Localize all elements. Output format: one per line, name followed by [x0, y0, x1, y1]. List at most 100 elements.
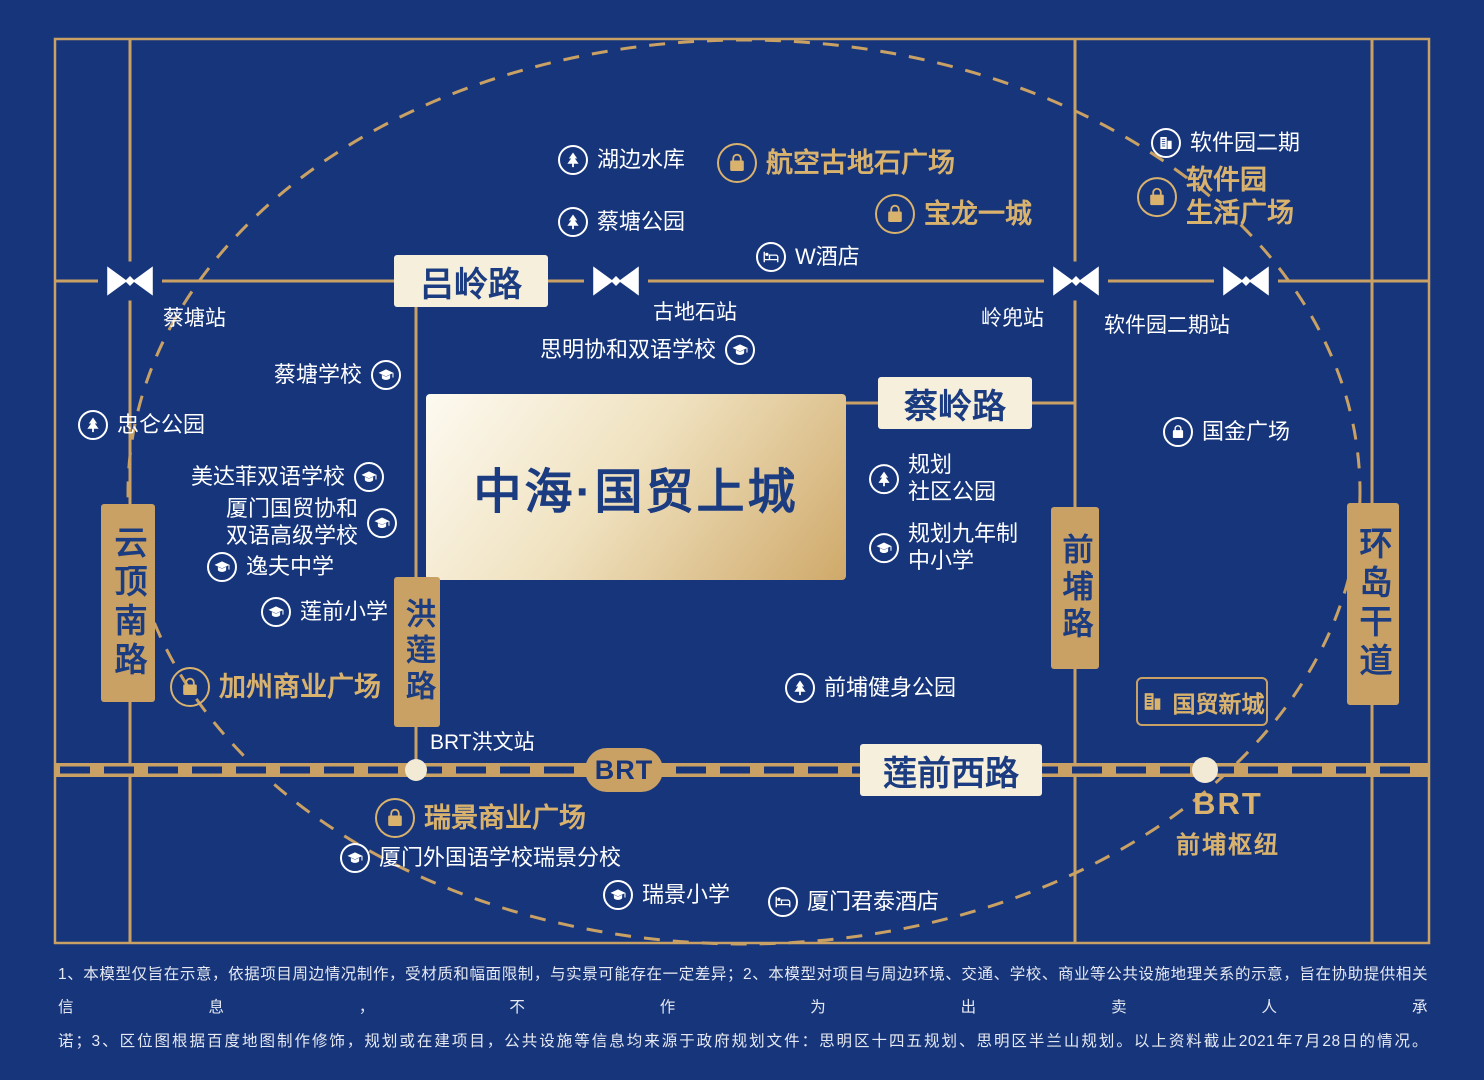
- poi-hangkong-gudishi-plaza: 航空古地石广场: [717, 143, 955, 183]
- cap-icon: [869, 533, 899, 563]
- project-title: 中海·国贸上城: [473, 466, 799, 519]
- map-frame: [53, 37, 1431, 945]
- disclaimer-line-1: 1、本模型仅旨在示意，依据项目周边情况制作，受材质和幅面限制，与实景可能存在一定…: [58, 966, 1428, 1017]
- poi-xiamen-juntai-hotel: 厦门君泰酒店: [768, 887, 939, 917]
- poi-label: 宝龙一城: [924, 198, 1032, 229]
- poi-label: 国金广场: [1202, 418, 1291, 444]
- brt-badge: BRT: [585, 748, 663, 792]
- cap-icon: [207, 552, 237, 582]
- cap-icon: [354, 462, 384, 492]
- road-label-cailing-road: 蔡岭路: [878, 377, 1032, 429]
- poi-xiamen-guomao-xiehe-senior-school: 厦门国贸协和双语高级学校: [226, 496, 397, 550]
- poi-software-park-life-plaza: 软件园生活广场: [1137, 164, 1294, 230]
- poi-label: 规划九年制中小学: [908, 521, 1019, 573]
- brt-hub-line2: 前埔枢纽: [1176, 832, 1280, 859]
- road-label-lianqian-west-road: 莲前西路: [860, 744, 1042, 796]
- metro-logo-icon-gudishi-station: [584, 261, 648, 301]
- brt-qianpu-hub-label: BRT 前埔枢纽: [1152, 786, 1304, 860]
- poi-label: 软件园生活广场: [1186, 165, 1294, 228]
- poi-california-commercial-plaza: 加州商业广场: [170, 667, 381, 707]
- cap-icon: [340, 843, 370, 873]
- bag-icon: [875, 194, 915, 234]
- poi-label: W酒店: [795, 243, 860, 269]
- poi-qianpu-fitness-park: 前埔健身公园: [785, 673, 956, 703]
- metro-logo-icon-software-park-phase2-station: [1214, 261, 1278, 301]
- tree-icon: [785, 673, 815, 703]
- poi-software-park-phase2: 软件园二期: [1151, 128, 1300, 158]
- road-label-luling-road: 吕岭路: [394, 255, 548, 307]
- road-label-honglian-road: 洪莲路: [394, 577, 440, 727]
- road-label-huandao-trunk-road: 环岛干道: [1347, 503, 1399, 705]
- poi-powerlong-one-city: 宝龙一城: [875, 194, 1032, 234]
- brt-hub-line1: BRT: [1193, 786, 1263, 821]
- cap-icon: [603, 880, 633, 910]
- cap-icon: [261, 597, 291, 627]
- hotel-icon: [756, 242, 786, 272]
- poi-label: 软件园二期: [1190, 129, 1301, 155]
- metro-logo-icon-caitang-station: [98, 261, 162, 301]
- tree-icon: [558, 145, 588, 175]
- tree-icon: [869, 464, 899, 494]
- poi-caitang-school: 蔡塘学校: [274, 360, 401, 390]
- poi-label: 规划社区公园: [908, 452, 997, 504]
- poi-label: 加州商业广场: [219, 671, 381, 702]
- poi-label: 前埔健身公园: [824, 674, 957, 700]
- poi-label: 蔡塘学校: [273, 361, 362, 387]
- bag-icon: [717, 143, 757, 183]
- disclaimer-line-2: 诺；3、区位图根据百度地图制作修饰，规划或在建项目，公共设施等信息均来源于政府规…: [58, 1032, 1428, 1050]
- bag-icon: [170, 667, 210, 707]
- poi-label: 厦门君泰酒店: [807, 888, 940, 914]
- poi-planned-community-park: 规划社区公园: [869, 452, 996, 506]
- poi-label: 国贸新城: [1172, 690, 1265, 717]
- hotel-icon: [768, 887, 798, 917]
- building-icon: [1140, 689, 1165, 714]
- poi-meidafei-bilingual-school: 美达菲双语学校: [191, 462, 384, 492]
- poi-guomao-new-town: 国贸新城: [1136, 677, 1268, 726]
- poi-label: 航空古地石广场: [766, 147, 955, 178]
- metro-station-label-caitang-station: 蔡塘站: [163, 307, 226, 330]
- poi-label: 瑞景小学: [642, 881, 731, 907]
- poi-lianqian-primary-school: 莲前小学: [261, 597, 388, 627]
- project-plaque: 中海·国贸上城: [426, 394, 846, 580]
- poi-caitang-park: 蔡塘公园: [558, 207, 685, 237]
- cap-icon: [371, 360, 401, 390]
- brt-qianpu-hub-dot: [1192, 757, 1218, 783]
- poi-label: 逸夫中学: [246, 553, 335, 579]
- poi-ruijing-commercial-plaza: 瑞景商业广场: [375, 798, 586, 838]
- poi-xiamen-foreign-language-school-ruijing-branch: 厦门外国语学校瑞景分校: [340, 843, 621, 873]
- poi-planned-nine-year-school: 规划九年制中小学: [869, 521, 1018, 575]
- road-label-qianpu-road: 前埔路: [1051, 507, 1099, 669]
- metro-station-label-lingdou-station: 岭兜站: [981, 307, 1044, 330]
- poi-label: 蔡塘公园: [597, 208, 686, 234]
- poi-hubian-reservoir: 湖边水库: [558, 145, 685, 175]
- brt-hongwen-station-label: BRT洪文站: [430, 731, 535, 754]
- poi-guojin-plaza: 国金广场: [1163, 417, 1290, 447]
- tree-icon: [78, 410, 108, 440]
- road-label-yunding-south-road: 云顶南路: [101, 504, 155, 702]
- metro-logo-icon-lingdou-station: [1044, 261, 1108, 301]
- poi-zhonglun-park: 忠仑公园: [78, 410, 205, 440]
- poi-label: 瑞景商业广场: [424, 802, 586, 833]
- bag-icon: [1137, 177, 1177, 217]
- poi-label: 思明协和双语学校: [539, 336, 716, 362]
- metro-station-label-software-park-phase2-station: 软件园二期站: [1104, 314, 1230, 337]
- poi-label: 厦门国贸协和双语高级学校: [225, 496, 358, 548]
- bag-icon: [375, 798, 415, 838]
- poi-ruijing-primary-school: 瑞景小学: [603, 880, 730, 910]
- poi-siming-xiehe-bilingual-school: 思明协和双语学校: [540, 335, 755, 365]
- brt-hongwen-station-dot: [405, 759, 427, 781]
- metro-station-label-gudishi-station: 古地石站: [653, 301, 737, 324]
- tree-icon: [558, 207, 588, 237]
- poi-label: 忠仑公园: [117, 411, 206, 437]
- cap-icon: [367, 508, 397, 538]
- cap-icon: [725, 335, 755, 365]
- building-icon: [1151, 128, 1181, 158]
- disclaimer-text: 1、本模型仅旨在示意，依据项目周边情况制作，受材质和幅面限制，与实景可能存在一定…: [58, 958, 1428, 1058]
- poi-yifu-middle-school: 逸夫中学: [207, 552, 334, 582]
- poi-label: 厦门外国语学校瑞景分校: [379, 844, 622, 870]
- poi-label: 美达菲双语学校: [190, 463, 345, 489]
- poi-label: 莲前小学: [300, 598, 389, 624]
- poi-w-hotel: W酒店: [756, 242, 860, 272]
